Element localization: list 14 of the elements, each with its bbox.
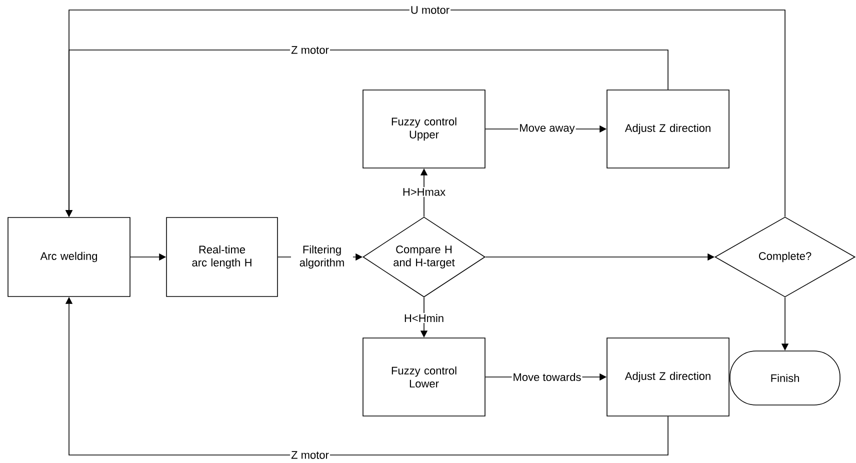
edge-label: Move away [518, 123, 576, 135]
edge-label: Move towards [512, 372, 582, 382]
edge-label: Filtering algorithm [291, 244, 353, 270]
process-box: Adjust Z direction [606, 90, 730, 168]
edge-label: Z motor [290, 450, 330, 460]
process-box: Real-time arc length H [166, 217, 278, 297]
edge-label: H>Hmax [401, 187, 447, 197]
process-box: Adjust Z direction [606, 338, 730, 416]
edge-label: H<Hmin [402, 313, 446, 323]
process-box: Arc welding [8, 217, 130, 297]
edge-label: U motor [409, 5, 451, 15]
edge-label: Z motor [290, 45, 330, 55]
process-box: Fuzzy control Lower [362, 338, 486, 416]
process-box: Fuzzy control Upper [362, 90, 486, 168]
